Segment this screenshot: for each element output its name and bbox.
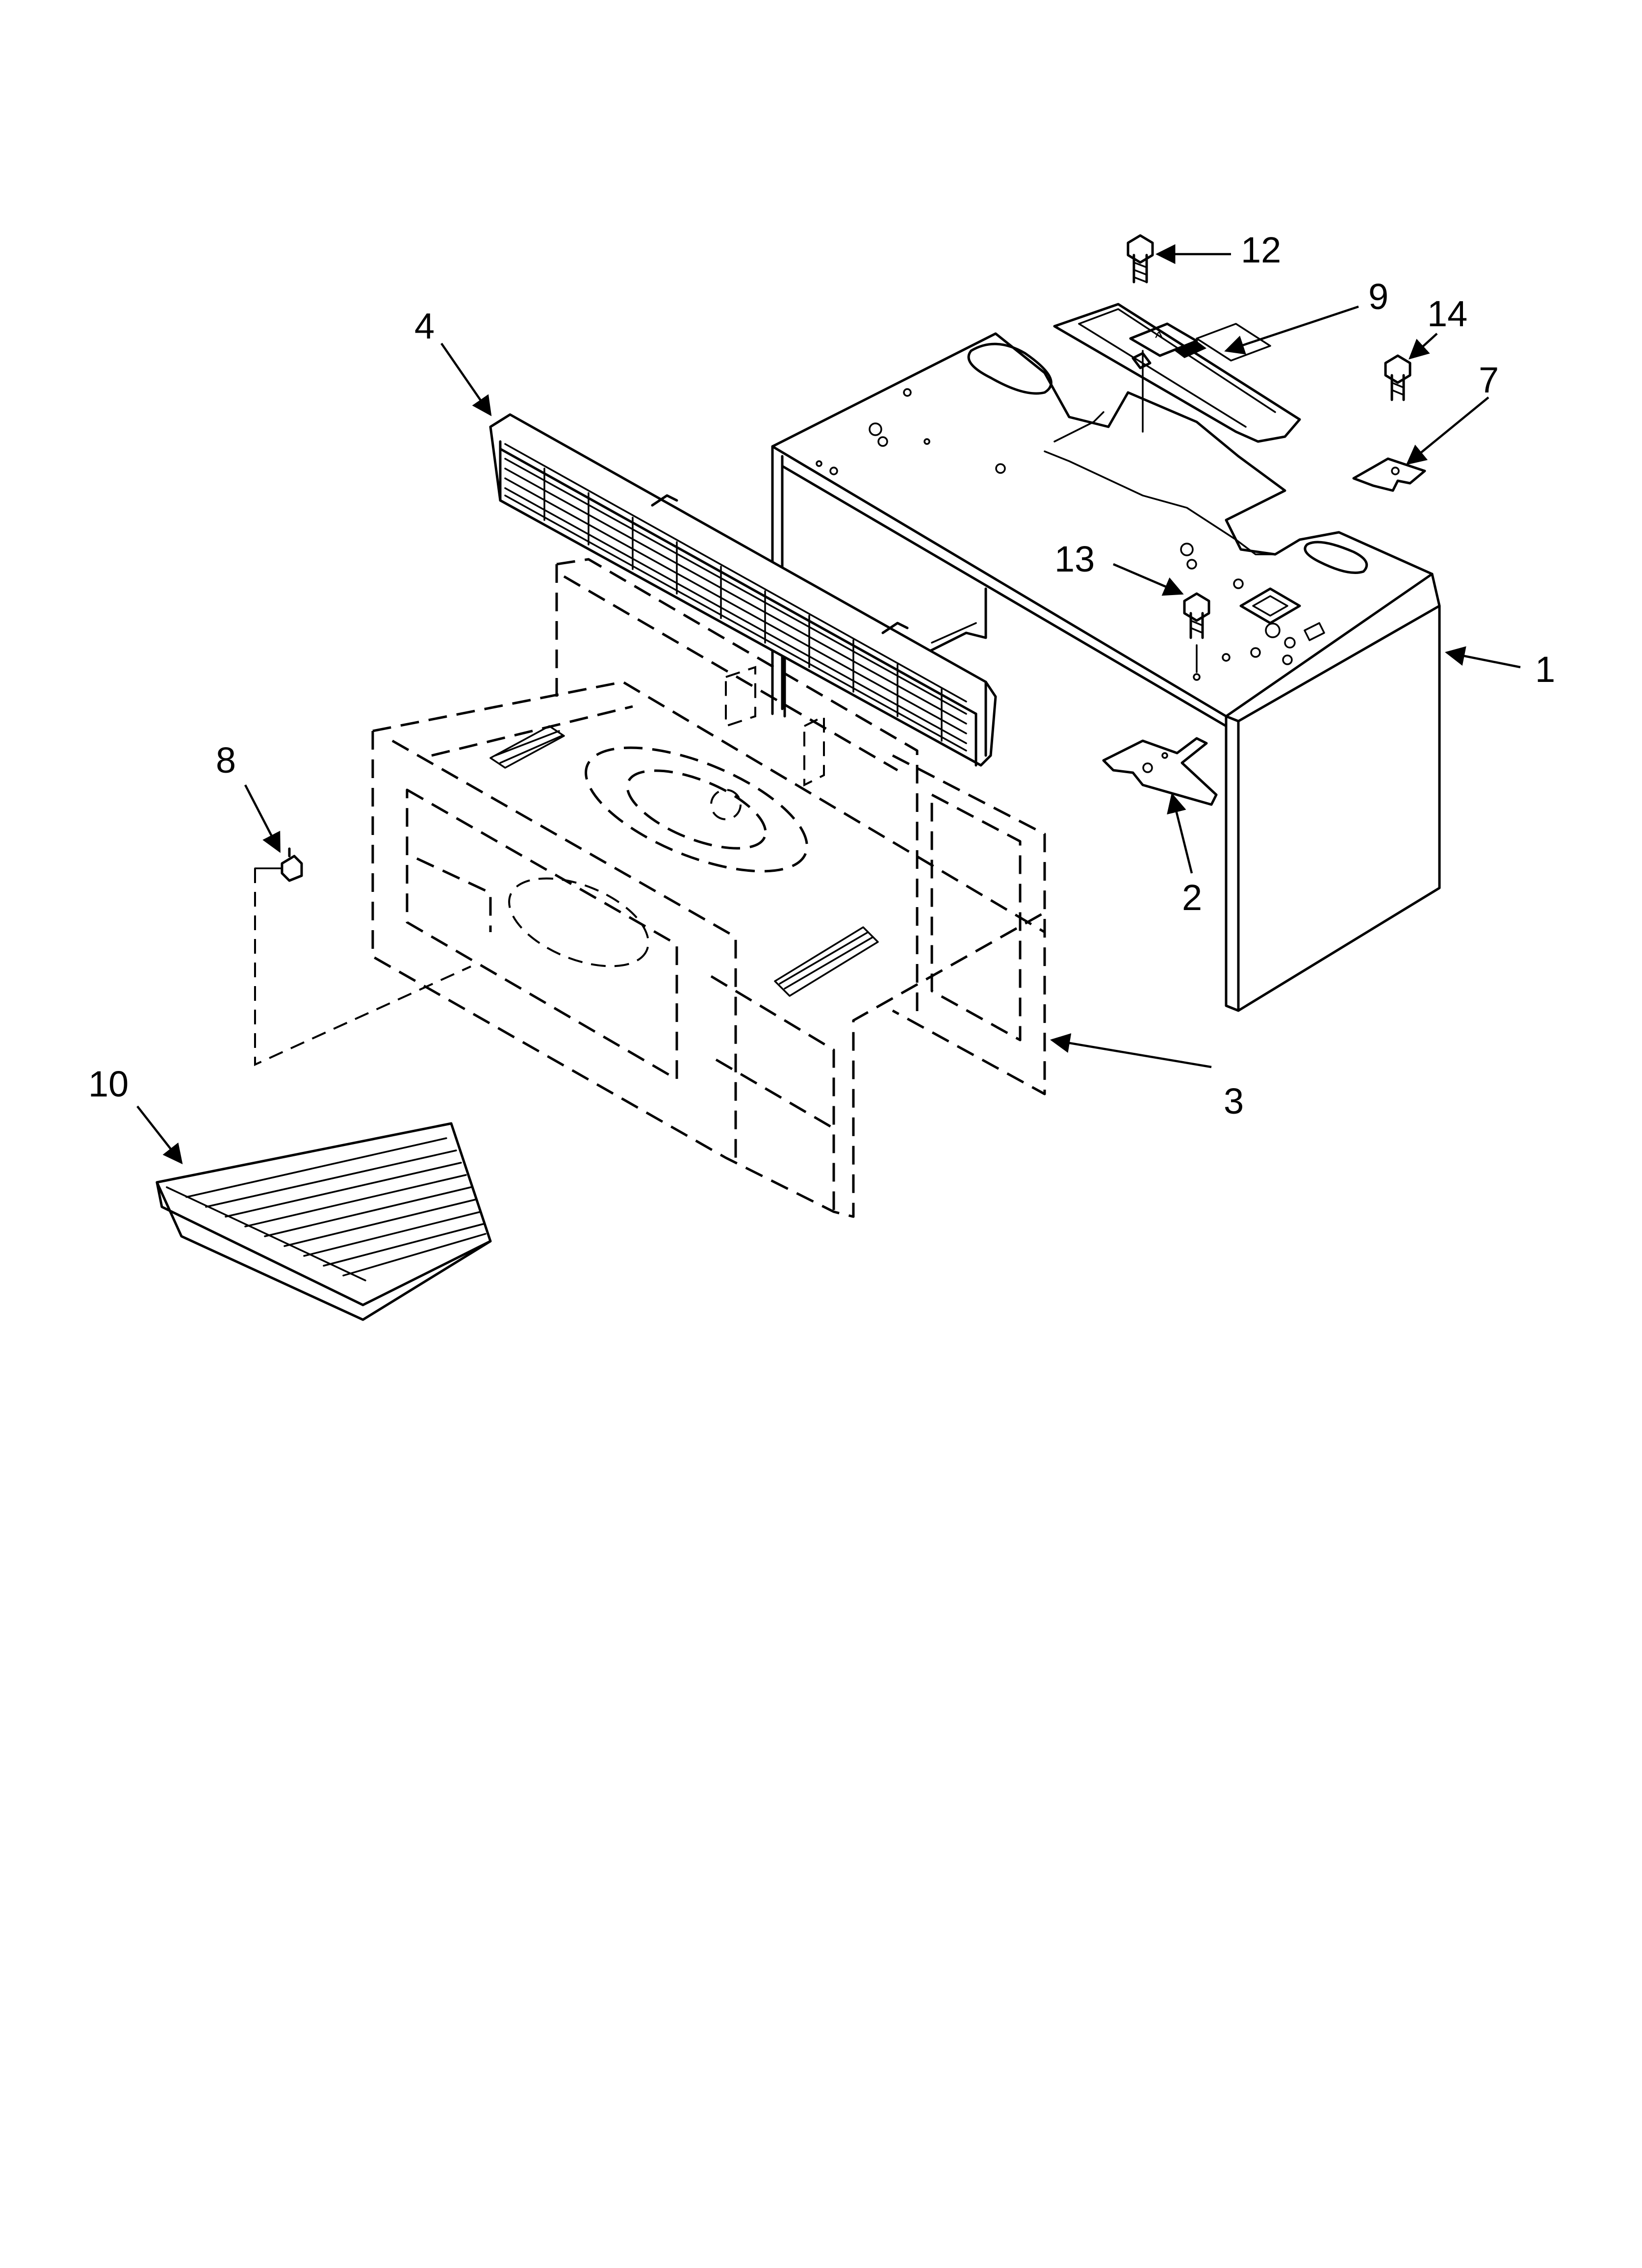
callout-7: 7 <box>1479 360 1499 400</box>
callout-13: 13 <box>1054 539 1095 579</box>
callout-labels: 12 9 14 7 13 1 2 3 4 8 10 <box>88 230 1555 1121</box>
screw-12-part[interactable] <box>1127 234 1154 284</box>
callout-10: 10 <box>88 1064 128 1104</box>
callout-1: 1 <box>1535 649 1555 690</box>
mounting-bracket-part[interactable] <box>1102 737 1218 806</box>
vent-grille-part[interactable] <box>489 413 997 767</box>
callout-8: 8 <box>216 740 236 781</box>
callout-14: 14 <box>1427 293 1467 334</box>
callout-3: 3 <box>1224 1081 1244 1121</box>
callout-12: 12 <box>1241 230 1281 270</box>
latch-8-part[interactable] <box>254 847 471 1067</box>
callout-9: 9 <box>1368 276 1388 317</box>
outer-cabinet-part[interactable] <box>771 332 1441 1012</box>
callout-4: 4 <box>414 306 435 346</box>
leader-lines <box>136 244 1521 1165</box>
svg-text:^: ^ <box>1155 329 1163 347</box>
screw-14-part[interactable] <box>1384 354 1411 401</box>
screw-13-part[interactable] <box>1183 592 1210 681</box>
top-plate-part[interactable]: ^ ^ <box>1053 303 1301 443</box>
clip-7-part[interactable] <box>1352 457 1426 492</box>
callout-2: 2 <box>1182 877 1202 918</box>
grease-filter-10-part[interactable] <box>155 1122 492 1321</box>
cavity-vent-grid <box>489 725 879 997</box>
inner-cavity-part[interactable] <box>371 558 1046 1218</box>
